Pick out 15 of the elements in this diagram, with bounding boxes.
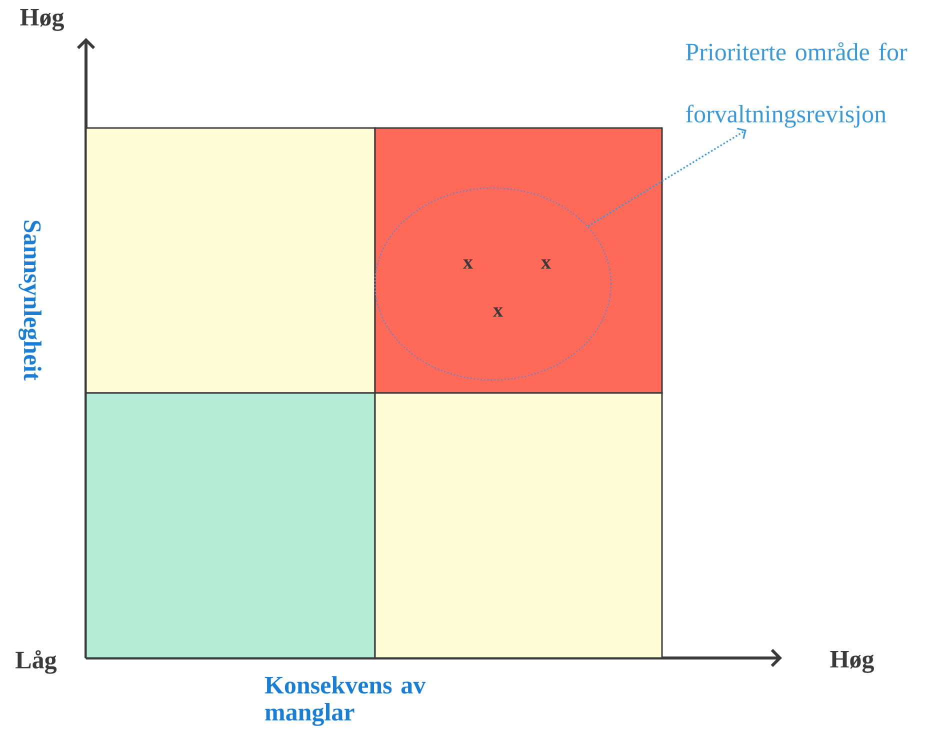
matrix-cell [374, 127, 663, 394]
matrix-cell [374, 392, 663, 659]
risk-mark: x [463, 259, 473, 269]
callout-text: Prioriterte område for forvaltningsrevisjon [686, 42, 908, 128]
risk-mark: x [493, 307, 503, 317]
axis-end-label: Høg [830, 651, 874, 673]
risk-mark: x [541, 259, 551, 269]
matrix-cell [85, 392, 376, 659]
axis-end-label: Høg [20, 9, 64, 31]
axis-title: Konsekvens av manglar [264, 676, 426, 726]
axis-title: Sannsynlegheit [18, 220, 42, 380]
axis-end-label: Låg [16, 650, 57, 674]
matrix-cell [85, 127, 376, 394]
leader-arrow [588, 128, 746, 227]
dotted-ellipse [374, 187, 612, 381]
